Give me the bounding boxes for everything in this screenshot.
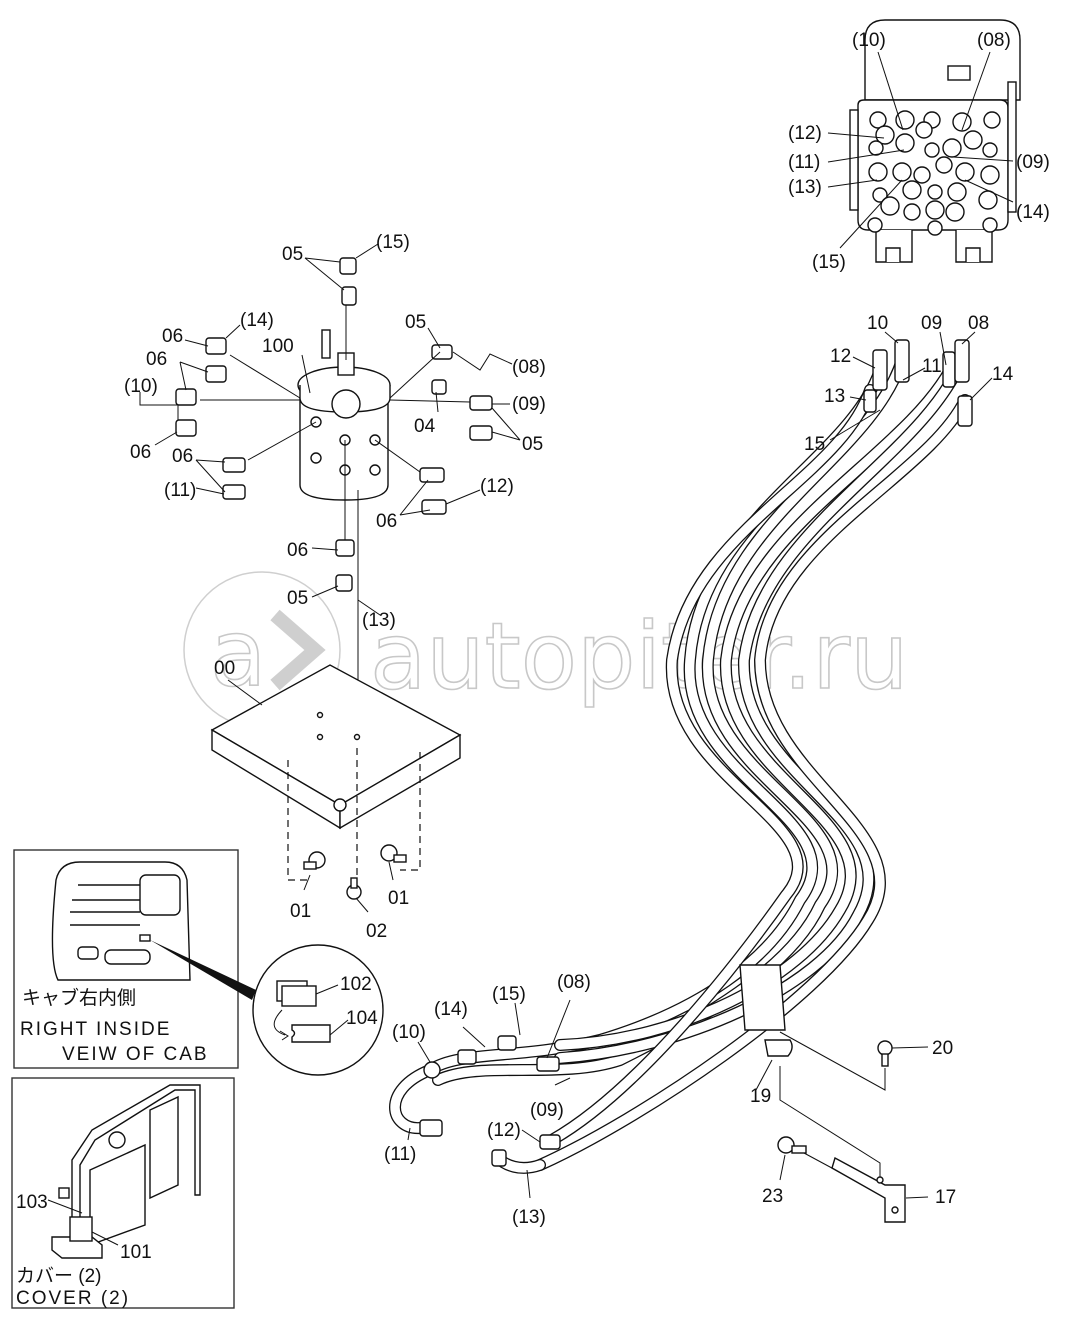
watermark-a: a (210, 600, 266, 707)
cover-box: 103 101 カバー (2) COVER (2) (11, 1077, 235, 1309)
label-10-top: (10) (124, 376, 158, 397)
hose-label-11: 11 (922, 356, 942, 377)
label-05-right: 05 (405, 312, 426, 333)
label-104: 104 (346, 1008, 378, 1029)
label-06-a: 06 (162, 326, 183, 347)
pilot-valve-body (297, 329, 391, 501)
label-06-c: 06 (130, 442, 151, 463)
watermark-text: autopiter.ru (370, 603, 908, 710)
label-103: 103 (16, 1192, 48, 1213)
hose-top-labels: 10 09 08 12 11 13 14 15 (804, 313, 1014, 455)
label-09-top: (09) (512, 394, 546, 415)
watermark: a autopiter.ru (183, 571, 909, 729)
hose-label-10: 10 (867, 313, 888, 334)
bracket-assembly: 19 20 23 17 (750, 1031, 956, 1223)
mount-bolts: 01 01 02 (290, 844, 409, 942)
label-23: 23 (762, 1186, 783, 1207)
hose-label-11-bottom: (11) (384, 1144, 416, 1165)
inset-label-15: (15) (812, 252, 846, 273)
label-06-d: 06 (172, 446, 193, 467)
hose-label-14: 14 (992, 364, 1014, 385)
inset-label-13: (13) (788, 177, 822, 198)
hose-label-13-bottom: (13) (512, 1207, 546, 1228)
label-101: 101 (120, 1242, 152, 1263)
cab-caption-en-2: VEIW OF CAB (62, 1044, 209, 1065)
cover-caption-en: COVER (2) (16, 1288, 130, 1309)
hose-bundle (389, 339, 973, 1174)
hose-label-12-bottom: (12) (487, 1120, 521, 1141)
label-05-lower: 05 (287, 588, 308, 609)
label-102: 102 (340, 974, 372, 995)
label-02: 02 (366, 921, 387, 942)
inset-label-08: (08) (977, 30, 1011, 51)
label-01-right: 01 (388, 888, 409, 909)
inset-label-11: (11) (788, 152, 820, 173)
hose-label-09: 09 (921, 313, 942, 334)
inset-label-09: (09) (1016, 152, 1050, 173)
label-17: 17 (935, 1187, 956, 1208)
hose-label-08-bottom: (08) (557, 972, 591, 993)
inset-label-10: (10) (852, 30, 886, 51)
cover-caption-jp: カバー (2) (16, 1266, 102, 1287)
label-05-lower-right: 05 (522, 434, 543, 455)
label-08-top: (08) (512, 357, 546, 378)
cab-view-box: キャブ右内側 RIGHT INSIDE VEIW OF CAB (13, 849, 256, 1069)
hose-label-09-bottom: (09) (530, 1100, 564, 1121)
cab-caption-jp: キャブ右内側 (22, 986, 136, 1009)
detail-circle: 102 104 (252, 944, 384, 1076)
control-valve-inset: (10) (08) (12) (11) (09) (13) (14) (15) (788, 19, 1050, 273)
label-06-b: 06 (146, 349, 167, 370)
inset-label-14: (14) (1016, 202, 1050, 223)
pilot-valve-labels: 05 (15) 06 (14) 05 (08) 06 (10) 06 04 (0… (124, 232, 546, 631)
label-11-top: (11) (164, 480, 196, 501)
label-14-top: (14) (240, 310, 274, 331)
hose-bottom-labels: (15) (08) (14) (10) (09) (12) (11) (13) (384, 972, 591, 1228)
label-20: 20 (932, 1038, 953, 1059)
label-00: 00 (214, 658, 235, 679)
label-04: 04 (414, 416, 436, 437)
hose-label-14-bottom: (14) (434, 999, 468, 1020)
label-01-left: 01 (290, 901, 311, 922)
label-100: 100 (262, 336, 294, 357)
label-05-top: 05 (282, 244, 303, 265)
hose-label-10-bottom: (10) (392, 1022, 426, 1043)
inset-label-12: (12) (788, 123, 822, 144)
hose-label-08: 08 (968, 313, 989, 334)
label-06-e: 06 (376, 511, 397, 532)
label-15-top: (15) (376, 232, 410, 253)
hose-label-13: 13 (824, 386, 845, 407)
mount-plate: 00 (210, 658, 462, 881)
label-19: 19 (750, 1086, 771, 1107)
cab-caption-en-1: RIGHT INSIDE (20, 1019, 171, 1040)
label-12-top: (12) (480, 476, 514, 497)
hose-label-15: 15 (804, 434, 825, 455)
label-06-f: 06 (287, 540, 308, 561)
pilot-valve-fittings (175, 257, 493, 735)
label-13-top: (13) (362, 610, 396, 631)
hose-label-12: 12 (830, 346, 851, 367)
hose-label-15-bottom: (15) (492, 984, 526, 1005)
